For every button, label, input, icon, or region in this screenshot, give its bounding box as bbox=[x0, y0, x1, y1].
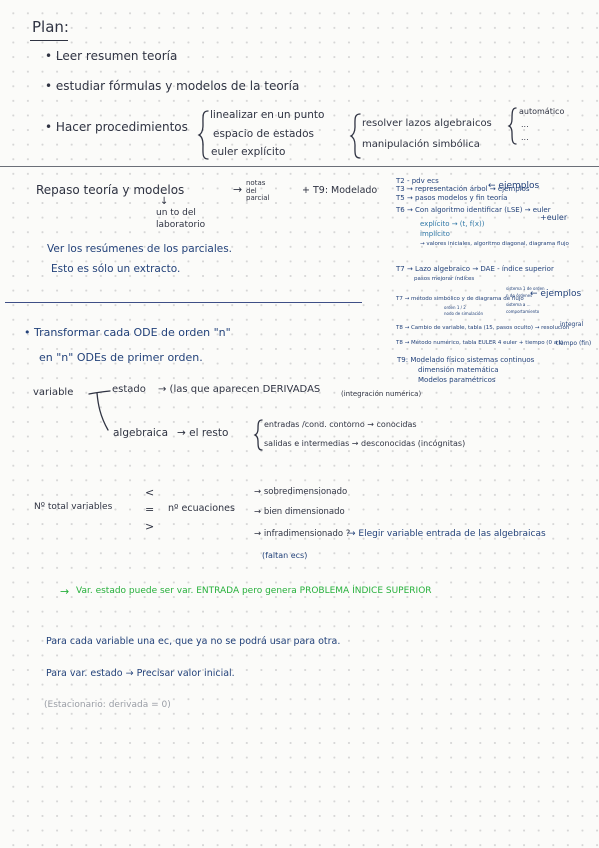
solve-sub-dots-1: ... bbox=[521, 120, 529, 129]
variable-label: variable bbox=[33, 387, 74, 398]
topic-t6-values: → valores iniciales, algoritmo diagonal,… bbox=[420, 241, 569, 247]
topic-t6: T6 → Con algoritmo identificar (LSE) → e… bbox=[396, 206, 551, 214]
topic-t9-dim: dimensión matemática bbox=[418, 366, 499, 374]
topic-note-time: tiempo (fin) bbox=[556, 340, 592, 347]
topic-t8-num: T8 → Método numérico, tabla EULER 4 eule… bbox=[396, 340, 564, 346]
variable-resto-brace bbox=[253, 419, 263, 451]
repaso-arrow-icon: → bbox=[233, 183, 243, 196]
variable-branch bbox=[88, 390, 111, 431]
repaso-title: Repaso teoría y modelos bbox=[36, 183, 185, 197]
plan-item-3: • Hacer procedimientos bbox=[45, 120, 188, 134]
equations-under: → infradimensionado ? bbox=[254, 529, 351, 539]
variable-algebraica: algebraica bbox=[113, 427, 169, 439]
transform-line-2: en "n" ODEs de primer orden. bbox=[39, 351, 203, 364]
topic-tiny-1: sistema 1 de orden bbox=[506, 286, 545, 291]
topic-t9: T9: Modelado físico sistemas continuos bbox=[397, 356, 535, 364]
note-green: Var. estado puede ser var. ENTRADA pero … bbox=[76, 586, 432, 596]
solve-sub-brace bbox=[507, 107, 517, 145]
topic-t2: T2 - pdv ecs bbox=[396, 177, 439, 185]
solve-brace bbox=[349, 113, 361, 159]
topic-note-integral: integral bbox=[560, 321, 584, 328]
topic-t7-method: T7 → método simbólico y de diagrama de f… bbox=[396, 296, 524, 302]
plan-item-2: • estudiar fórmulas y modelos de la teor… bbox=[45, 79, 300, 93]
procedure-state-space: espacio de estados bbox=[213, 128, 314, 140]
plan-item-1: • Leer resumen teoría bbox=[45, 49, 178, 63]
equations-greater-than: > bbox=[145, 520, 155, 533]
note-green-arrow-icon: → bbox=[60, 585, 70, 598]
equations-rhs: nº ecuaciones bbox=[168, 503, 235, 514]
equations-equal: = bbox=[145, 503, 155, 516]
repaso-arrow-note: notas del parcial bbox=[246, 179, 270, 203]
topic-tiny-3: orden 1 / 2 bbox=[444, 305, 466, 310]
topic-t8-var: T8 → Cambio de variable, tabla (15, paso… bbox=[396, 325, 570, 331]
note-state-initial: Para var. estado → Precisar valor inicia… bbox=[46, 668, 235, 679]
equations-missing: (faltan ecs) bbox=[262, 551, 308, 560]
topic-t3: T3 → representación árbol → ejemplos bbox=[396, 185, 530, 193]
solve-sub-auto: automático bbox=[519, 107, 565, 116]
topic-t6-explicit: explícito → (t, f(x)) bbox=[420, 220, 485, 228]
repaso-down-arrow-icon: ↓ bbox=[160, 196, 169, 207]
topic-tiny-6: comportamiento bbox=[506, 309, 540, 314]
note-stationary: (Estacionario: derivada = 0) bbox=[44, 700, 171, 710]
note-each-variable: Para cada variable una ec, que ya no se … bbox=[46, 636, 341, 647]
topic-t7-loop: T7 → Lazo algebraico → DAE - índice supe… bbox=[396, 265, 554, 273]
variable-estado-desc: → (las que aparecen DERIVADAS bbox=[158, 384, 321, 395]
section-divider-top bbox=[0, 166, 599, 168]
equations-less-than: < bbox=[145, 486, 155, 499]
repaso-t9: + T9: Modelado bbox=[302, 185, 378, 196]
solve-sub-dots-2: ... bbox=[521, 133, 529, 142]
variable-entradas: entradas /cond. contorno → conocidas bbox=[264, 420, 417, 429]
plan-title: Plan: bbox=[32, 18, 69, 36]
transform-line-1: • Transformar cada ODE de orden "n" bbox=[24, 326, 231, 339]
equations-balanced: → bien dimensionado bbox=[254, 507, 345, 517]
topic-t5: T5 → pasos modelos y fin teoría bbox=[396, 194, 508, 202]
solve-symbolic: manipulación simbólica bbox=[362, 139, 480, 150]
variable-estado-note: (integración numérica) bbox=[341, 390, 422, 398]
equations-lhs: Nº total variables bbox=[34, 502, 113, 512]
procedure-linearize: linealizar en un punto bbox=[210, 109, 325, 121]
repaso-lab-note-2: laboratorio bbox=[156, 220, 206, 230]
section-divider-left bbox=[5, 302, 362, 304]
repaso-lab-note-1: un to del bbox=[156, 208, 196, 218]
topic-note-examples-1: ← ejemplos bbox=[488, 181, 540, 191]
solve-algebraic-loops: resolver lazos algebraicos bbox=[362, 118, 492, 129]
topic-t7-steps: pasos mejorar índices bbox=[414, 276, 475, 282]
plan-title-underline bbox=[30, 40, 68, 42]
equations-action: → Elegir variable entrada de las algebra… bbox=[348, 529, 546, 539]
variable-resto: → el resto bbox=[177, 427, 229, 439]
topic-tiny-2: n de órdenes bbox=[506, 293, 533, 298]
procedure-euler: euler explícito bbox=[211, 146, 286, 158]
repaso-line-2: Esto es sólo un extracto. bbox=[51, 263, 181, 275]
equations-over: → sobredimensionado bbox=[254, 487, 348, 497]
repaso-line-1: Ver los resúmenes de los parciales. bbox=[47, 243, 233, 255]
variable-salidas: salidas e intermedias → desconocidas (in… bbox=[264, 439, 466, 448]
topic-t6-implicit: implícito bbox=[420, 230, 450, 238]
topic-note-examples-2: ← ejemplos bbox=[530, 289, 582, 299]
procedures-brace bbox=[197, 110, 209, 160]
variable-estado: estado bbox=[112, 384, 146, 395]
topic-tiny-5: sistema a ... bbox=[506, 302, 531, 307]
topic-tiny-4: nodo de simulación bbox=[444, 311, 483, 316]
topic-note-euler: +euler bbox=[540, 213, 568, 222]
topic-t9-param: Modelos paramétricos bbox=[418, 376, 496, 384]
